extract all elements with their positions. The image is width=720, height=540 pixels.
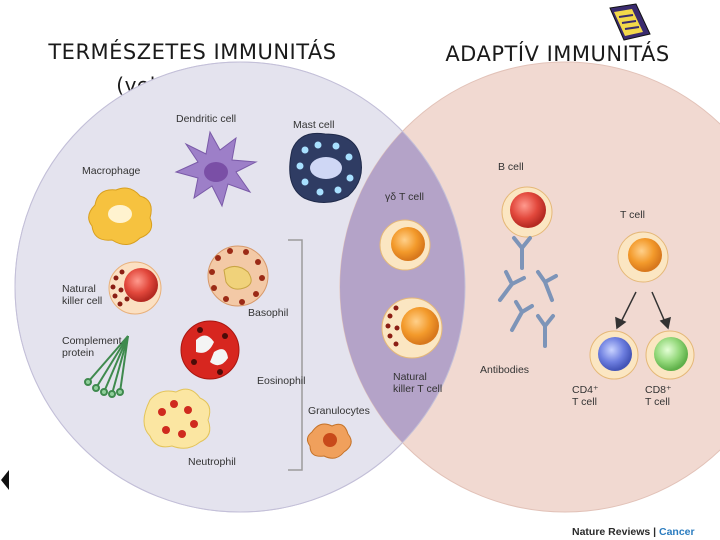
natural-killer-cell [108, 261, 162, 315]
arrow-left-icon[interactable] [1, 470, 9, 490]
label-basophil: Basophil [248, 307, 288, 319]
cd8-t-cell [645, 330, 695, 380]
t-cell-differentiation-arrows [615, 291, 671, 330]
label-neutrophil: Neutrophil [188, 456, 236, 468]
label-cd4-1: CD4⁺ [572, 384, 599, 396]
eosinophil [180, 320, 240, 380]
label-nkt-cell-1: Natural [393, 371, 427, 383]
credit-separator: | [650, 526, 659, 538]
gamma-delta-t-cell [379, 219, 431, 271]
t-cell [617, 231, 669, 283]
label-nk-cell-2: killer cell [62, 295, 102, 307]
cd4-t-cell [589, 330, 639, 380]
credit-journal: Cancer [658, 526, 695, 538]
label-b-cell: B cell [498, 161, 524, 173]
innate-circle-outline [14, 61, 466, 513]
label-granulocytes: Granulocytes [308, 405, 370, 417]
dendritic-cell [174, 130, 258, 208]
source-credit: Nature Reviews | Cancer [572, 526, 695, 538]
neutrophil [143, 388, 211, 449]
label-antibodies: Antibodies [480, 364, 529, 376]
complement-protein [84, 335, 129, 398]
label-dendritic-cell: Dendritic cell [176, 113, 236, 125]
label-gamma-delta-t-cell: γδ T cell [385, 191, 424, 203]
label-eosinophil: Eosinophil [257, 375, 305, 387]
macrophage [88, 187, 153, 245]
label-cd8-2: T cell [645, 396, 670, 408]
label-nk-cell-1: Natural [62, 283, 96, 295]
natural-killer-t-cell [381, 297, 443, 359]
label-complement-2: protein [62, 347, 94, 359]
innate-immunity-title: TERMÉSZETES IMMUNITÁS [48, 40, 337, 64]
label-cd8-1: CD8⁺ [645, 384, 672, 396]
granulocyte-cell [306, 423, 352, 459]
label-complement-1: Complement [62, 335, 122, 347]
label-mast-cell: Mast cell [293, 119, 334, 131]
b-cell [501, 186, 553, 238]
mast-cell [289, 132, 362, 203]
label-t-cell: T cell [620, 209, 645, 221]
granulocytes-bracket [288, 239, 303, 471]
basophil [207, 245, 269, 307]
credit-publisher: Nature Reviews [572, 526, 651, 538]
label-macrophage: Macrophage [82, 165, 141, 177]
label-nkt-cell-2: killer T cell [393, 383, 442, 395]
antibodies [498, 236, 558, 348]
label-cd4-2: T cell [572, 396, 597, 408]
book-icon[interactable] [609, 3, 651, 41]
